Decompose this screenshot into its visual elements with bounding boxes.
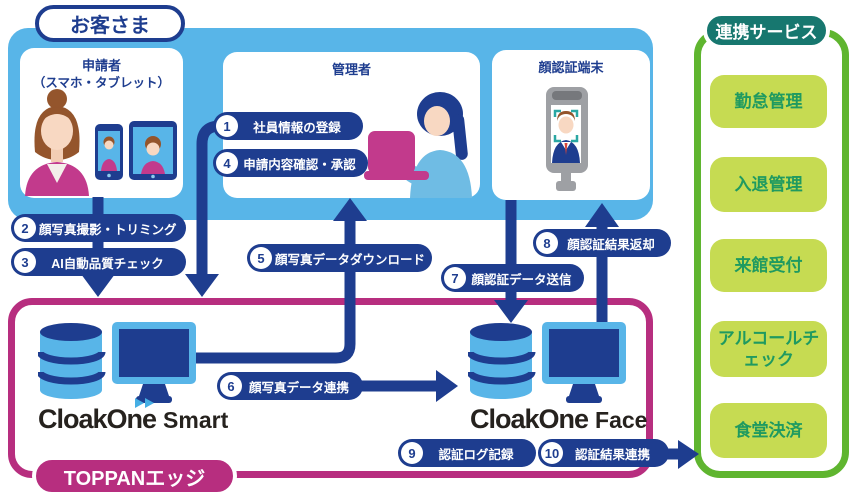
arrowhead-up-terminal (585, 203, 619, 227)
smart-server-icons (38, 322, 196, 403)
arrowhead-down-face-db (494, 300, 528, 323)
step-5-badge: 5 顔写真データダウンロード (247, 244, 432, 272)
applicant-illustration (25, 89, 177, 196)
laptop-icon (364, 131, 429, 180)
arrowhead-down-mid (185, 274, 219, 297)
face-detect-brackets-icon (553, 109, 579, 143)
step-4-badge: 4 申請内容確認・承認 (213, 149, 368, 177)
admin-title: 管理者 (331, 62, 371, 77)
database-icon (468, 323, 536, 399)
step-6-badge: 6 顔写真データ連携 (217, 372, 363, 400)
arrow-admin-to-smart (196, 120, 221, 276)
step-9-badge: 9 認証ログ記録 (398, 439, 536, 467)
monitor-icon (542, 322, 626, 403)
cloakone-brand-text: CloakOne (470, 404, 589, 434)
step-8-badge: 8 顔認証結果返却 (533, 229, 671, 257)
arrowhead-up-admin (333, 198, 367, 221)
toppan-label-pill: TOPPANエッジ (32, 456, 237, 496)
database-icon (38, 323, 106, 399)
step-1-badge: 1 社員情報の登録 (213, 112, 363, 140)
arrowhead-down-left (81, 274, 115, 297)
service-cafeteria-pay: 食堂決済 (710, 403, 827, 458)
arrowhead-right-services (678, 440, 699, 469)
terminal-title: 顔認証端末 (538, 60, 604, 75)
admin-person-icon (400, 92, 472, 198)
applicant-title-line2: （スマホ・タブレット） (32, 75, 171, 90)
smart-suffix-text: Smart (163, 407, 229, 433)
service-attendance: 勤怠管理 (710, 75, 827, 128)
applicant-title-line1: 申請者 (81, 58, 121, 73)
customer-label-pill: お客さま (35, 5, 185, 42)
smartphone-icon (95, 124, 123, 180)
step-10-badge: 10 認証結果連携 (538, 439, 669, 467)
face-suffix-text: Face (595, 407, 648, 433)
step-3-badge: 3 AI自動品質チェック (11, 248, 186, 276)
tablet-icon (129, 121, 177, 180)
admin-illustration (364, 92, 472, 198)
step-2-badge: 2 顔写真撮影・トリミング (11, 214, 186, 242)
step-7-badge: 7 顔認証データ送信 (441, 264, 584, 292)
cloakone-brand-text: CloakOne (38, 404, 157, 434)
service-alcohol-check: アルコールチェック (710, 321, 827, 377)
services-label-pill: 連携サービス (703, 12, 830, 49)
face-terminal-icon (546, 87, 588, 191)
arrow-smart-to-admin (194, 219, 356, 364)
face-server-icons (468, 322, 626, 403)
arrowhead-right-face (436, 370, 458, 402)
applicant-title: 申請者 （スマホ・タブレット） (20, 57, 183, 91)
monitor-icon (112, 322, 196, 403)
service-entry-exit: 入退管理 (710, 157, 827, 212)
applicant-person-icon (25, 89, 89, 196)
service-reception: 来館受付 (710, 239, 827, 292)
fast-forward-icon (135, 398, 154, 408)
